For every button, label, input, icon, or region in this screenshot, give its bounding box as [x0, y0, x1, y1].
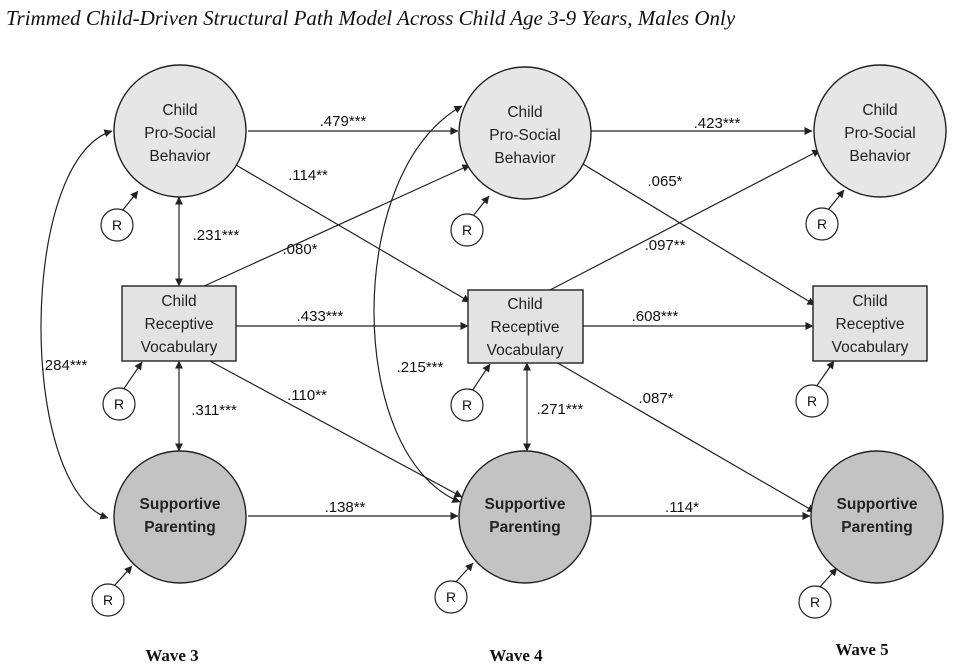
residual-ps5: R: [805, 207, 839, 241]
residual-rv5: R: [795, 384, 829, 418]
cov-ps4-sp4: [373, 105, 463, 503]
coef-rv4-ps5: .097**: [645, 237, 686, 254]
coef-ps4-ps5: .423***: [694, 115, 741, 132]
node-label-line1: Child: [862, 102, 897, 119]
edge-rv4-ps5: [549, 149, 821, 291]
node-label-line2: Pro-Social: [489, 127, 561, 144]
residual-ps4: R: [450, 213, 484, 247]
node-prosocial-wave3: Child Pro-Social Behavior: [113, 64, 247, 198]
node-label-line2: Receptive: [491, 319, 560, 336]
resid-arrow-ps3: [121, 190, 139, 212]
node-label-line3: Behavior: [149, 148, 210, 165]
directed-paths: [201, 127, 821, 520]
node-label-line1: Supportive: [140, 496, 221, 513]
node-vocabulary-wave5: Child Receptive Vocabulary: [812, 285, 928, 362]
wave-label-3: Wave 3: [145, 646, 198, 665]
edge-ps3-rv4: [235, 164, 471, 303]
residual-label: R: [112, 217, 122, 233]
node-parenting-wave3: Supportive Parenting: [113, 450, 247, 584]
coef-ps4-rv5: .065*: [647, 173, 682, 190]
resid-arrow-ps5: [827, 189, 845, 211]
diagram-title: Trimmed Child-Driven Structural Path Mod…: [6, 6, 736, 30]
residual-label: R: [446, 589, 456, 605]
coef-cov-ps4-sp4: .215***: [397, 359, 444, 376]
resid-arrow-sp3: [113, 565, 133, 587]
coef-rv3-sp4: .110**: [287, 387, 327, 404]
coef-sp4-sp5: .114*: [665, 499, 699, 516]
resid-arrow-ps4: [472, 195, 490, 217]
coef-rv3-ps4: .080*: [282, 241, 317, 258]
node-label-line1: Child: [161, 293, 196, 310]
residual-sp5: R: [798, 585, 832, 619]
node-label-line1: Child: [507, 104, 542, 121]
coef-cov-rv4-sp4: .271***: [537, 401, 584, 418]
resid-arrow-rv3: [122, 361, 143, 391]
wave-labels: Wave 3 Wave 4 Wave 5: [145, 640, 888, 665]
node-label-line3: Behavior: [494, 150, 555, 167]
wave-label-4: Wave 4: [489, 646, 543, 665]
node-label-line1: Supportive: [837, 496, 918, 513]
node-label-line3: Behavior: [849, 148, 910, 165]
coef-cov-rv3-sp3: .311***: [191, 402, 237, 419]
node-label-line3: Vocabulary: [487, 342, 564, 359]
residual-rv3: R: [102, 387, 136, 421]
node-label-line2: Pro-Social: [844, 125, 916, 142]
node-label-line2: Parenting: [144, 519, 215, 536]
edge-rv3-sp4: [207, 359, 463, 498]
resid-arrow-rv5: [815, 360, 835, 388]
resid-arrow-sp5: [818, 567, 838, 589]
node-label-line2: Parenting: [841, 519, 912, 536]
residual-arrows: [113, 189, 845, 589]
coef-rv4-sp5: .087*: [638, 390, 673, 407]
resid-arrow-rv4: [471, 363, 491, 392]
covariance-paths: [40, 105, 531, 520]
residual-label: R: [810, 594, 820, 610]
residual-label: R: [462, 397, 472, 413]
cov-ps3-sp3: [40, 129, 113, 520]
node-label-line3: Vocabulary: [141, 339, 218, 356]
edge-ps4-rv5: [577, 160, 816, 306]
node-label-line1: Child: [852, 293, 887, 310]
coef-cov-ps3-sp3: .284***: [41, 357, 88, 374]
path-coefficients: .479*** .423*** .114** .065* .080* .097*…: [41, 113, 741, 516]
edge-rv3-ps4: [201, 164, 471, 288]
resid-arrow-sp4: [454, 562, 474, 584]
node-label-line2: Pro-Social: [144, 125, 216, 142]
node-label-line2: Receptive: [145, 316, 214, 333]
coef-ps3-rv4: .114**: [288, 167, 328, 184]
residual-sp3: R: [91, 583, 125, 617]
coef-sp3-sp4: .138**: [325, 499, 366, 516]
node-prosocial-wave5: Child Pro-Social Behavior: [813, 64, 947, 198]
node-label-line1: Supportive: [485, 496, 566, 513]
node-label-line1: Child: [162, 102, 197, 119]
node-label-line3: Vocabulary: [832, 339, 909, 356]
node-label-line2: Receptive: [836, 316, 905, 333]
residual-label: R: [103, 592, 113, 608]
node-parenting-wave4: Supportive Parenting: [458, 450, 592, 584]
coef-rv3-rv4: .433***: [297, 308, 344, 325]
residual-ps3: R: [100, 208, 134, 242]
node-parenting-wave5: Supportive Parenting: [810, 450, 944, 584]
node-label-line2: Parenting: [489, 519, 560, 536]
residual-rv4: R: [450, 388, 484, 422]
residual-label: R: [817, 216, 827, 232]
coef-ps3-ps4: .479***: [320, 113, 367, 130]
residual-label: R: [807, 393, 817, 409]
node-label-line1: Child: [507, 296, 542, 313]
coef-cov-ps3-rv3: .231***: [193, 227, 240, 244]
node-vocabulary-wave4: Child Receptive Vocabulary: [467, 289, 584, 364]
coef-rv4-rv5: .608***: [632, 308, 679, 325]
residual-sp4: R: [434, 580, 468, 614]
residual-label: R: [114, 396, 124, 412]
residuals: R R R R R R R R: [91, 207, 839, 619]
node-vocabulary-wave3: Child Receptive Vocabulary: [121, 285, 237, 362]
edge-rv4-sp5: [555, 361, 816, 513]
node-prosocial-wave4: Child Pro-Social Behavior: [458, 66, 592, 200]
residual-label: R: [462, 222, 472, 238]
wave-label-5: Wave 5: [835, 640, 888, 659]
